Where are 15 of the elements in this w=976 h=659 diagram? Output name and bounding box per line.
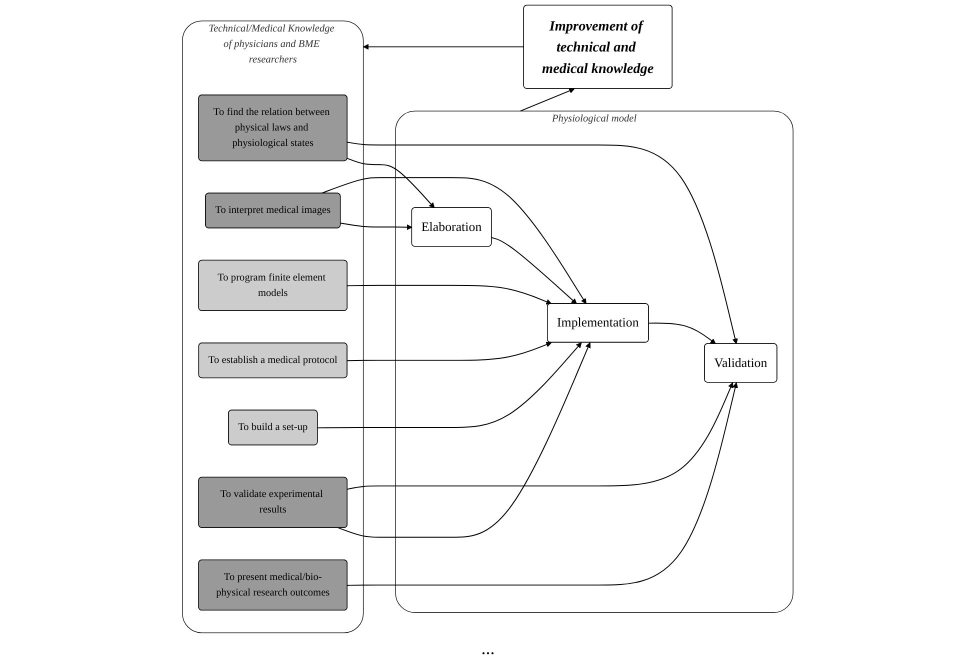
arrow [347, 284, 552, 304]
arrow [520, 88, 575, 112]
arrow [363, 44, 524, 50]
arrow [338, 342, 591, 538]
arrow [347, 382, 734, 490]
arrow [347, 142, 738, 344]
arrow [320, 177, 587, 304]
arrow [347, 382, 738, 586]
arrow [491, 237, 578, 304]
arrow [340, 222, 413, 230]
arrow [347, 158, 435, 208]
ellipsis-note: ... [481, 638, 495, 658]
arrow [317, 342, 582, 428]
arrow [648, 322, 716, 344]
arrow [347, 342, 552, 362]
